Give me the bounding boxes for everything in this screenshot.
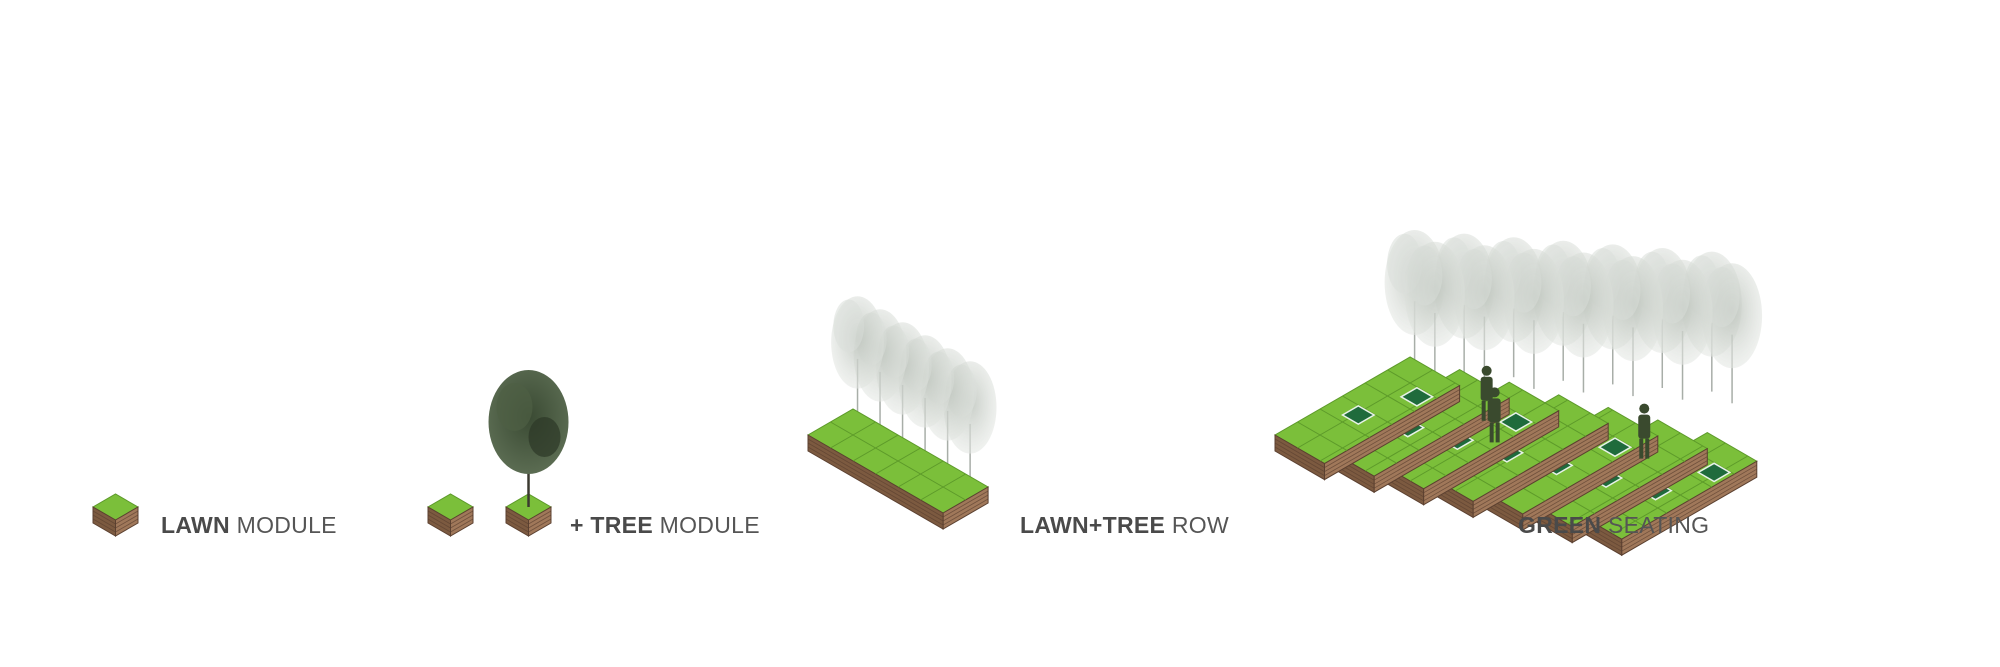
tree-icon bbox=[1652, 259, 1713, 400]
seat-sign-icon bbox=[1597, 437, 1633, 458]
tree-icon bbox=[1553, 252, 1614, 393]
lawn-module-block bbox=[427, 493, 474, 537]
lawn-tree-row-illustration bbox=[807, 296, 997, 530]
person-icon bbox=[1638, 403, 1651, 459]
tree-icon bbox=[1454, 245, 1515, 386]
person-icon bbox=[1488, 387, 1501, 443]
lawn-module-block bbox=[92, 493, 139, 537]
tree-icon bbox=[831, 296, 884, 420]
green-seating-label: GREEN SEATING bbox=[1518, 512, 1710, 538]
seat-sign-icon bbox=[1340, 405, 1376, 425]
lawn-module-label: LAWN MODULE bbox=[161, 512, 337, 538]
seat-sign-icon bbox=[1696, 462, 1732, 483]
lawn-tree-row-block bbox=[807, 408, 990, 530]
lawn-module-illustration bbox=[92, 493, 139, 537]
tree-module-illustration bbox=[427, 370, 569, 537]
lawn-tree-row-label: LAWN+TREE ROW bbox=[1020, 512, 1229, 538]
tree-icon bbox=[488, 370, 569, 507]
tree-module-label: + TREE MODULE bbox=[570, 512, 760, 538]
tree-icon bbox=[1404, 241, 1465, 382]
seat-sign-icon bbox=[1399, 386, 1435, 407]
tree-icon bbox=[1702, 263, 1763, 404]
tree-icon bbox=[1603, 256, 1664, 397]
tree-icon bbox=[1503, 248, 1564, 389]
seat-sign-icon bbox=[1498, 412, 1534, 432]
green-seating-illustration bbox=[1274, 230, 1763, 557]
